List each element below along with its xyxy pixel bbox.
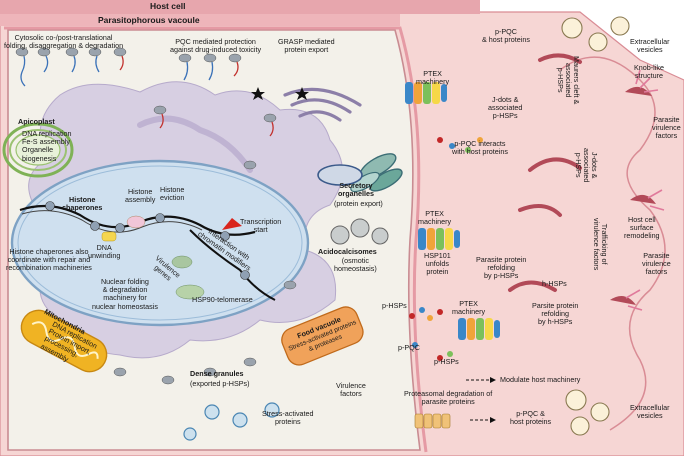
label-trafficking: Trafficking of virulence factors	[591, 218, 609, 271]
label-nuclear-folding: Nuclear folding & degradation machinery …	[92, 277, 158, 311]
label-cytosolic: Cytosolic co-/post-translational folding…	[4, 33, 124, 51]
extracellular-vesicles-top	[561, 16, 630, 52]
label-pqc-protection: PQC mediated protection against drug-ind…	[170, 37, 262, 55]
label-p-pqc-host: p-PQC & host proteins	[482, 27, 530, 45]
ptex-complex-2	[418, 228, 460, 250]
label-transcription-start: Transcription start	[240, 217, 282, 235]
label-p-pqc-interacts: p-PQC interacts with host proteins	[452, 139, 508, 157]
label-histone-eviction: Histone eviction	[160, 185, 185, 203]
label-refolding-h: Parsite protein refolding by h-HSPs	[532, 301, 579, 327]
acidocalcisomes-organelles	[330, 218, 389, 245]
stars	[251, 87, 309, 100]
label-histone-coordinate: Histone chaperones also coordinate with …	[6, 247, 92, 273]
host-membrane-bulge	[559, 56, 666, 431]
label-ptex-2: PTEX machinery	[418, 209, 452, 227]
label-knob: Knob-like structure	[634, 63, 664, 81]
food-vacuole-organelle	[281, 306, 364, 366]
label-jdots-1: J-dots & associated p-HSPs	[488, 95, 523, 121]
label-maurers: Maurers cleft & associated p-HSPs	[555, 56, 581, 105]
label-p-pqc: p-PQC	[398, 343, 420, 352]
label-parasite-virulence-2: Parasite virulence factors	[642, 251, 671, 277]
label-extracellular-top: Extracellular vesicles	[630, 37, 670, 55]
label-apicoplast: Apicoplast	[18, 117, 55, 126]
label-secretory-sub: (protein export)	[334, 199, 383, 208]
virulence-factor-stalks	[625, 69, 665, 311]
label-stress-activated: Stress-activated proteins	[262, 409, 314, 427]
label-hsp90-telomerase: HSP90-telomerase	[192, 295, 253, 304]
nucleosomes	[45, 201, 250, 280]
label-p-hsps-2: p-HSPs	[434, 357, 459, 366]
golgi-stack	[283, 87, 362, 122]
label-acidocalcisomes: Acidocalcisomes	[318, 247, 377, 256]
label-refolding-p: Parasite protein refolding by p-HSPs	[476, 255, 527, 281]
label-host-surface: Host cell surface remodeling	[624, 215, 660, 241]
label-acidocalcisomes-sub: (osmotic homeostasis)	[334, 256, 377, 274]
chromatin-modifier	[171, 255, 193, 269]
hsp90-telomerase-complex	[175, 284, 205, 300]
host-cell-band	[0, 0, 480, 14]
dense-granules	[183, 402, 280, 441]
label-virulence-factors: Virulence factors	[336, 381, 366, 399]
label-grasp: GRASP mediated protein export	[278, 37, 335, 55]
pv-membrane	[4, 26, 428, 453]
label-ptex-1: PTEX machinery	[416, 69, 450, 87]
misfolded-chains	[119, 55, 274, 137]
label-p-pqc-host-2: p-PQC & host proteins	[510, 409, 552, 427]
nucleus	[10, 159, 310, 327]
label-extracellular-bottom: Extracellular vesicles	[630, 403, 670, 421]
ptex-complex-1	[405, 82, 447, 104]
nascent-chains	[20, 55, 214, 87]
label-dense-granules: Dense granules	[190, 369, 244, 378]
host-cell-title: Host cell	[150, 1, 186, 11]
pv-title: Parasitophorous vacoule	[98, 15, 200, 25]
pv-band	[0, 14, 400, 26]
label-modulate: Modulate host machinery	[500, 375, 581, 384]
ribosomes	[15, 47, 297, 385]
histone-chaperone-complex	[126, 215, 146, 229]
label-p-hsps-1: p-HSPs	[382, 301, 407, 310]
maurers-clefts	[508, 53, 582, 292]
label-apicoplast-items: DNA replication Fe-S assembly Organelle …	[22, 129, 72, 163]
label-dna-unwinding: DNA unwinding	[88, 243, 121, 261]
label-parasite-virulence-1: Parasite virulence factors	[652, 115, 681, 141]
mitochondria-organelle	[20, 309, 108, 373]
knob-structures	[610, 86, 656, 305]
helicase	[101, 231, 117, 242]
label-histone-assembly: Histone assembly	[125, 187, 156, 205]
transcription-start-arrow	[222, 218, 242, 230]
label-hsp101: HSP101 unfolds protein	[424, 251, 451, 277]
label-histone-chaperones: Histone chaperones	[62, 195, 103, 213]
protein-markers	[409, 137, 483, 361]
label-secretory: Secretory organelles	[338, 181, 374, 199]
label-jdots-2: J-dots & associated p-HSPs	[573, 148, 599, 183]
label-proteasomal: Proteasomal degradation of parasite prot…	[404, 389, 493, 407]
extracellular-vesicles-bottom	[565, 389, 610, 436]
label-ptex-3: PTEX machinery	[452, 299, 486, 317]
proteasomes	[414, 413, 451, 429]
label-h-hsps: h-HSPs	[542, 279, 567, 288]
ptex-complex-3	[458, 318, 500, 340]
label-dense-granules-sub: (exported p-HSPs)	[190, 379, 250, 388]
apicoplast	[2, 122, 74, 178]
secretory-organelles	[317, 153, 403, 193]
